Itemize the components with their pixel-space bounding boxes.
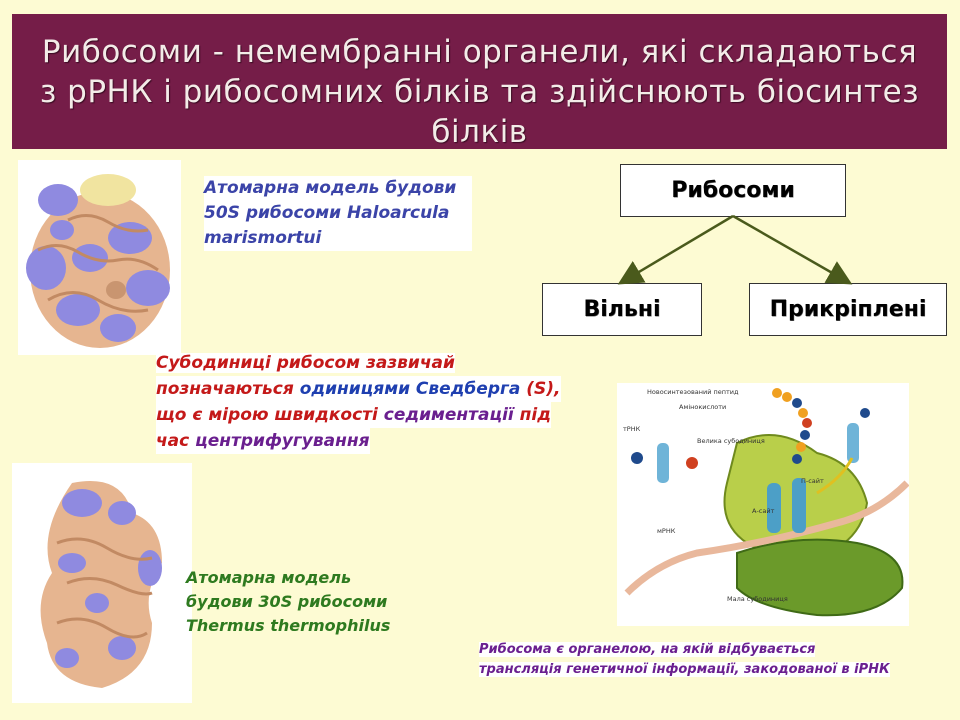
caption-30s-line1: Атомарна модель bbox=[186, 568, 352, 587]
label-psite: П-сайт bbox=[801, 477, 824, 485]
label-trna: тРНК bbox=[623, 425, 641, 433]
translation-caption: Рибосома є органелою, на якій відбуваєть… bbox=[479, 640, 949, 680]
caption-50s-line1: Атомарна модель будови bbox=[204, 178, 457, 198]
translation-caption-line1: Рибосома є органелою, на якій відбуваєть… bbox=[479, 642, 816, 657]
ribosome-30s-image bbox=[12, 463, 192, 703]
svedberg-line4: час центрифугування bbox=[156, 428, 370, 454]
arrow-left bbox=[617, 214, 734, 285]
translation-figure: Новосинтезований пептид Амінокислоти тРН… bbox=[617, 383, 910, 626]
caption-30s-line2: будови 30S рибосоми bbox=[186, 592, 388, 611]
label-amino: Амінокислоти bbox=[679, 403, 726, 411]
caption-50s-line3: marismortui bbox=[204, 228, 322, 248]
caption-50s-line2: 50S рибосоми Haloarcula bbox=[204, 203, 450, 223]
label-small: Мала субодиниця bbox=[727, 595, 788, 603]
label-mrna: мРНК bbox=[657, 527, 676, 535]
caption-30s: Атомарна модель будови 30S рибосоми Ther… bbox=[186, 566, 416, 638]
free-ribosomes-box: Вільні bbox=[542, 283, 702, 336]
diagram-arrows bbox=[617, 214, 853, 285]
arrow-right bbox=[732, 214, 853, 285]
svedberg-line1: Субодиниці рибосом зазвичай bbox=[156, 353, 455, 373]
svedberg-line2: позначаються одиницями Сведберга (S), bbox=[156, 376, 561, 402]
attached-ribosomes-box: Прикріплені bbox=[749, 283, 947, 336]
label-large: Велика субодиниця bbox=[697, 437, 765, 445]
slide-title: Рибосоми - немембранні органели, які скл… bbox=[39, 34, 920, 150]
title-bar: Рибосоми - немембранні органели, які скл… bbox=[12, 14, 947, 150]
svedberg-text: Субодиниці рибосом зазвичай позначаються… bbox=[156, 350, 596, 454]
ribosome-50s-image bbox=[18, 160, 181, 355]
caption-30s-line3: Thermus thermophilus bbox=[186, 616, 391, 635]
svedberg-line3: що є мірою швидкості седиментації під bbox=[156, 402, 551, 428]
translation-caption-line2: трансляція генетичної інформації, закодо… bbox=[479, 662, 890, 677]
caption-50s: Атомарна модель будови 50S рибосоми Halo… bbox=[204, 176, 472, 251]
label-asite: А-сайт bbox=[752, 507, 775, 515]
ribosomes-box: Рибосоми bbox=[620, 164, 846, 217]
label-peptide: Новосинтезований пептид bbox=[647, 388, 739, 396]
